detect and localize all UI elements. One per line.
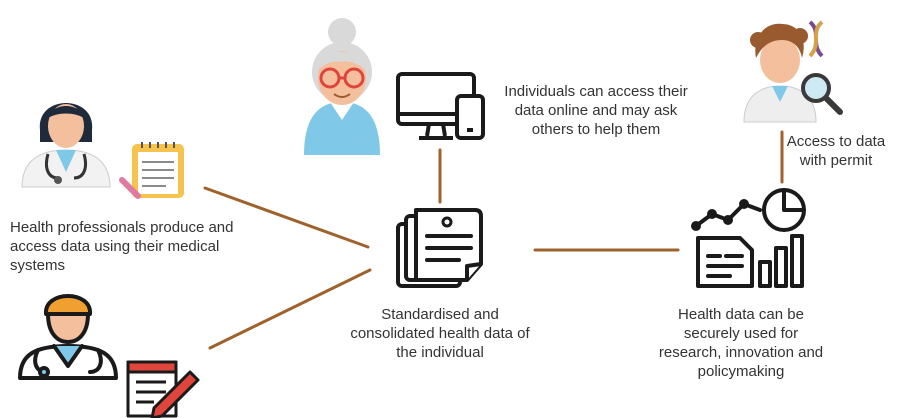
connector-professional-to-data: [203, 186, 370, 249]
documents-icon: [396, 208, 483, 288]
standardised-label: Standardised and consolidated health dat…: [350, 306, 530, 361]
connector-doctor-to-data: [208, 268, 372, 350]
analytics-icon: [691, 188, 806, 288]
health-data-use-label: Health data can be securely used for res…: [658, 306, 824, 380]
health-professionals-label: Health professionals produce and access …: [10, 219, 234, 274]
notepad-icon: [119, 142, 184, 199]
health-professional-icon: [21, 103, 111, 188]
magnifier-icon: [801, 73, 843, 115]
individuals-label: Individuals can access their data online…: [504, 83, 688, 138]
elderly-woman-icon: [304, 18, 380, 155]
clipboard-pencil-icon: [126, 360, 200, 418]
computer-icon: [396, 72, 485, 140]
access-permit-label: Access to data with permit: [786, 133, 886, 169]
researcher-icon: [743, 20, 824, 123]
doctor-icon: [18, 294, 118, 380]
